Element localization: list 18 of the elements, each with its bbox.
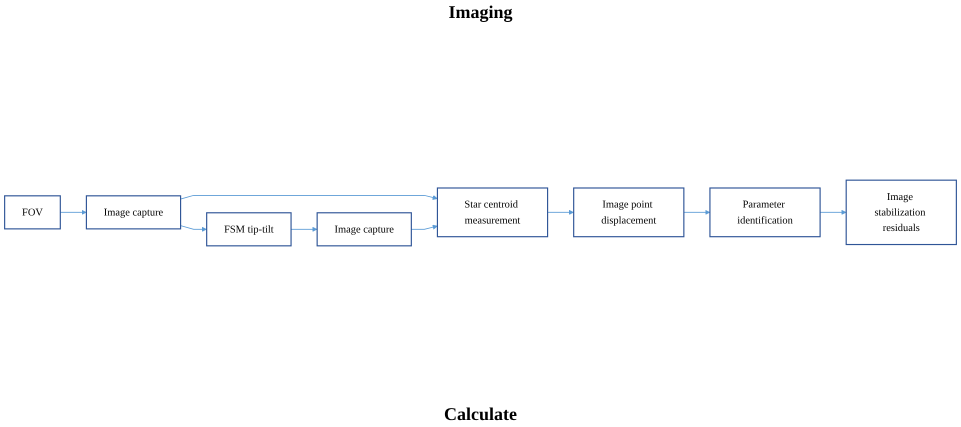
node-box: Image point displacement: [573, 187, 684, 238]
node-box: Image capture: [316, 212, 412, 246]
arrow: [683, 210, 710, 215]
node-box: FOV: [4, 195, 61, 230]
node-box: Parameter identification: [709, 187, 821, 238]
arrow: [290, 226, 318, 232]
arrow: [180, 194, 438, 200]
arrow: [60, 210, 87, 215]
node-box: FSM tip-tilt: [206, 212, 292, 246]
node-box: Star centroid measurement: [436, 187, 548, 238]
section-heading: Imaging: [447, 2, 514, 23]
node-box: Image stabilization residuals: [846, 180, 957, 246]
arrow: [820, 210, 846, 215]
section-heading: Calculate: [443, 404, 518, 425]
arrow: [547, 210, 574, 215]
arrow: [180, 225, 207, 232]
node-box: Image capture: [86, 195, 182, 230]
arrow: [410, 224, 438, 230]
